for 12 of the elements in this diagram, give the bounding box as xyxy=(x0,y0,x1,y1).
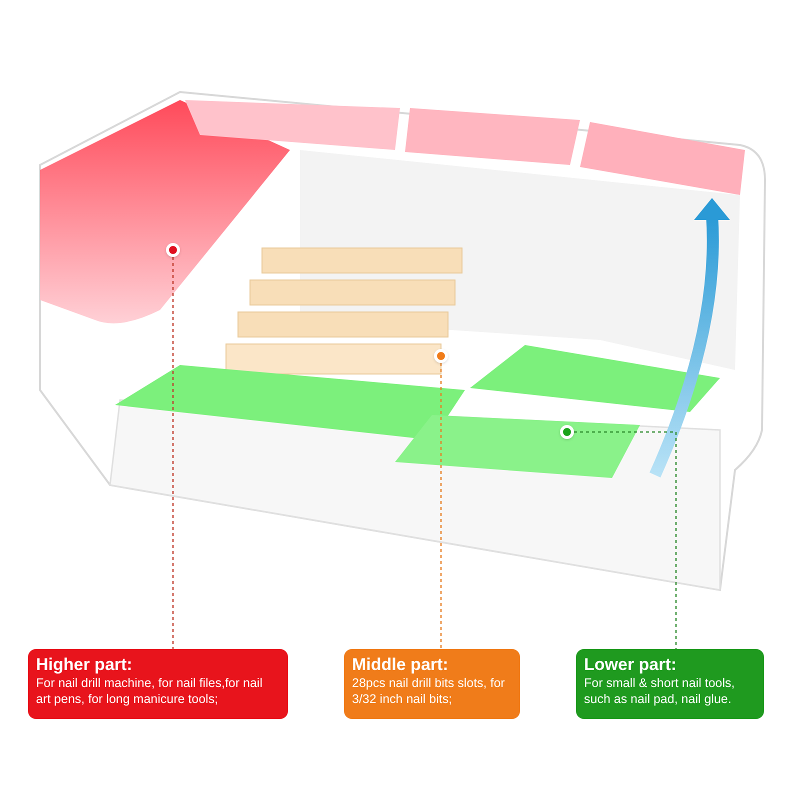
callout-heading: Middle part: xyxy=(352,655,450,675)
callout-box xyxy=(576,649,764,719)
callout-text: For small & short nail tools, such as nail pad, nail glue. xyxy=(584,675,736,707)
leader-line xyxy=(574,431,677,649)
leader-line xyxy=(440,363,442,649)
callout-text: For nail drill machine, for nail files,for nail art pens, for long manicure tools; xyxy=(36,675,264,707)
callout-heading: Lower part: xyxy=(584,655,678,675)
callout-box xyxy=(28,649,288,719)
callout-text: 28pcs nail drill bits slots, for 3/32 inch nail bits; xyxy=(352,675,506,707)
callout-heading: Higher part: xyxy=(36,655,134,675)
leader-line xyxy=(172,257,174,649)
callout-box xyxy=(344,649,520,719)
